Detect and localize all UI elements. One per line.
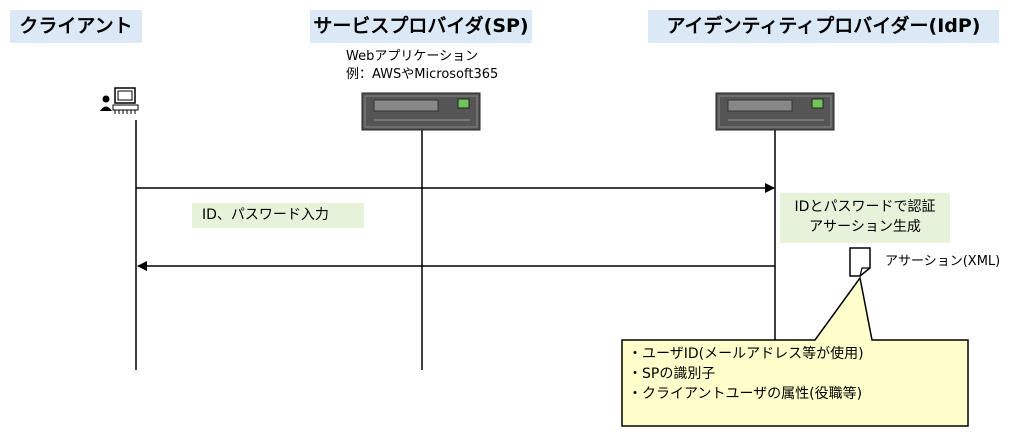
callout-text: ・ユーザID(メールアドレス等が使用) ・SPの識別子 ・クライアントユーザの属… (628, 344, 864, 404)
sp-description-line1: Webアプリケーション (346, 49, 479, 64)
sp-description: Webアプリケーション 例：AWSやMicrosoft365 (346, 48, 498, 84)
sp-server-icon (361, 92, 481, 131)
message-id-password-input: ID、パスワード入力 (192, 203, 364, 228)
idp-auth-process-line1: IDとパスワードで認証 (794, 199, 936, 215)
idp-server-icon (715, 92, 835, 131)
document-icon (849, 247, 871, 277)
callout-item-sp-identifier: ・SPの識別子 (628, 366, 716, 382)
assertion-label: アサーション(XML) (885, 254, 1001, 269)
callout-item-user-attributes: ・クライアントユーザの属性(役職等) (628, 386, 863, 402)
user-computer-icon (100, 87, 139, 114)
callout-balloon (621, 276, 969, 427)
callout-item-user-id: ・ユーザID(メールアドレス等が使用) (628, 346, 864, 362)
idp-auth-process: IDとパスワードで認証 アサーション生成 (780, 193, 950, 243)
idp-header: アイデンティティプロバイダー(IdP) (648, 10, 999, 43)
client-header: クライアント (10, 10, 142, 43)
sp-header: サービスプロバイダ(SP) (310, 10, 532, 43)
idp-auth-process-line2: アサーション生成 (809, 219, 921, 235)
sp-description-line2: 例：AWSやMicrosoft365 (346, 67, 499, 82)
